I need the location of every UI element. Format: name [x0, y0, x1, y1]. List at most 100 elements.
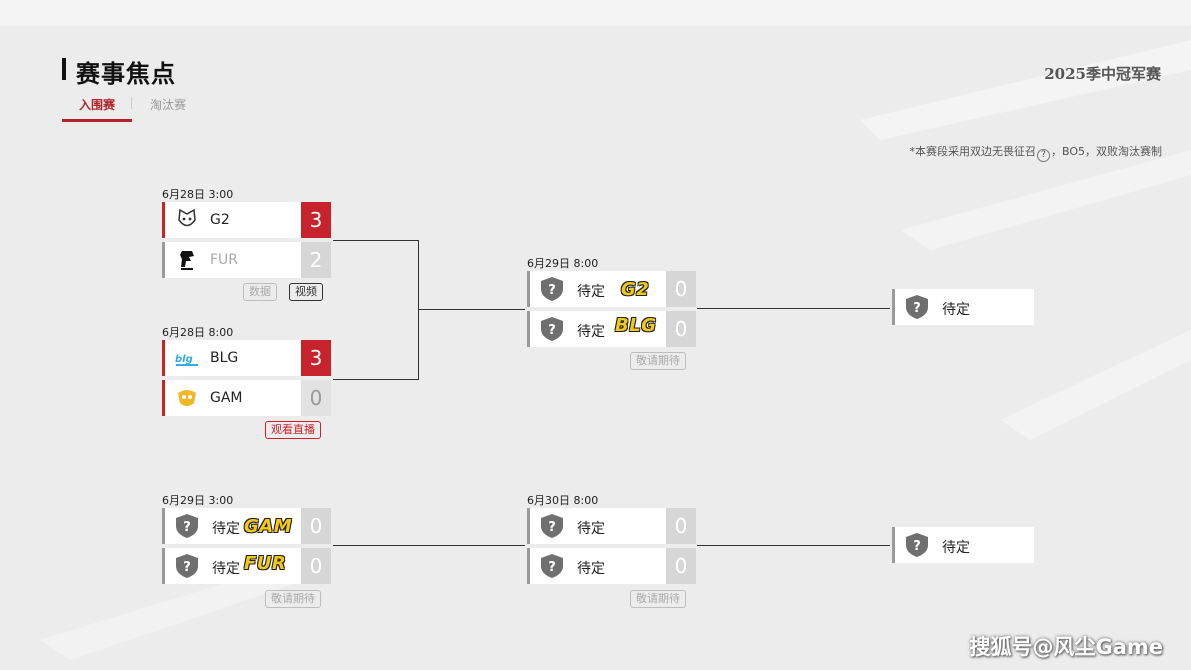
video-button[interactable]: 视频: [289, 283, 323, 301]
unknown-team-shield-icon: ?: [539, 276, 565, 302]
team-score: 0: [666, 508, 696, 544]
team-score: 3: [301, 340, 331, 376]
team-name: 待定: [577, 324, 605, 340]
team-name: 待定: [942, 302, 970, 318]
svg-text:?: ?: [548, 323, 556, 338]
match-date: 6月30日 8:00: [527, 494, 599, 507]
team-tag: FUR: [244, 553, 287, 574]
team-tag: BLG: [615, 315, 657, 336]
team-name: 待定: [577, 561, 605, 577]
team-row-tbd[interactable]: ? 待定 0: [527, 548, 696, 584]
team-stripe: [162, 242, 165, 278]
unknown-team-shield-icon: ?: [904, 294, 930, 320]
unknown-team-shield-icon: ?: [174, 513, 200, 539]
team-name: 待定: [212, 561, 240, 577]
connector-line: [418, 309, 525, 310]
team-stripe: [527, 271, 530, 307]
tab-separator: [131, 97, 132, 109]
tab-knockout[interactable]: 淘汰赛: [150, 98, 187, 112]
team-stripe: [162, 380, 165, 416]
team-row-g2[interactable]: G2 3: [162, 202, 331, 238]
unknown-team-shield-icon: ?: [539, 553, 565, 579]
team-stripe: [162, 548, 165, 584]
unknown-team-shield-icon: ?: [174, 553, 200, 579]
team-stripe: [162, 340, 165, 376]
format-note-text-2: ，BO5，双败淘汰赛制: [1050, 145, 1162, 158]
team-row-gam[interactable]: GAM 0: [162, 380, 331, 416]
svg-text:?: ?: [548, 560, 556, 575]
tab-play-in[interactable]: 入围赛: [79, 98, 116, 112]
gam-logo-icon: [174, 385, 200, 411]
team-score: 0: [666, 271, 696, 307]
active-tab-underline: [62, 119, 132, 122]
team-stripe: [892, 527, 895, 563]
team-name: BLG: [210, 350, 239, 366]
connector-line: [333, 240, 419, 241]
coming-soon-button[interactable]: 敬请期待: [265, 590, 321, 608]
team-stripe: [527, 311, 530, 347]
watch-live-button[interactable]: 观看直播: [265, 421, 321, 439]
team-name: GAM: [210, 390, 243, 406]
team-stripe: [527, 548, 530, 584]
team-stripe: [162, 508, 165, 544]
team-score: 0: [301, 508, 331, 544]
coming-soon-button[interactable]: 敬请期待: [630, 352, 686, 370]
team-score: 2: [301, 242, 331, 278]
svg-text:?: ?: [548, 283, 556, 298]
connector-line: [697, 545, 890, 546]
team-score: 0: [301, 548, 331, 584]
team-row-tbd[interactable]: ? 待定 G2 0: [527, 271, 696, 307]
connector-line: [333, 545, 525, 546]
title-accent-bar: [62, 58, 66, 80]
team-stripe: [527, 508, 530, 544]
team-name: 待定: [577, 284, 605, 300]
team-row-fur[interactable]: FUR 2: [162, 242, 331, 278]
connector-line: [697, 308, 890, 309]
unknown-team-shield-icon: ?: [539, 316, 565, 342]
team-score: 0: [666, 548, 696, 584]
stats-button[interactable]: 数据: [243, 283, 277, 301]
team-score: 0: [301, 380, 331, 416]
team-name: 待定: [942, 540, 970, 556]
team-stripe: [162, 202, 165, 238]
match-date: 6月29日 3:00: [162, 494, 234, 507]
team-name: G2: [210, 212, 230, 228]
team-name: 待定: [577, 521, 605, 537]
team-row-tbd[interactable]: ? 待定 BLG 0: [527, 311, 696, 347]
svg-text:?: ?: [913, 539, 921, 554]
connector-line: [418, 240, 419, 380]
connector-line: [333, 379, 419, 380]
format-note: *本赛段采用双边无畏征召?，BO5，双败淘汰赛制: [909, 143, 1162, 162]
help-icon[interactable]: ?: [1036, 149, 1050, 162]
svg-text:?: ?: [548, 520, 556, 535]
fur-logo-icon: [174, 247, 200, 273]
team-row-tbd[interactable]: ? 待定 FUR 0: [162, 548, 331, 584]
source-watermark: 搜狐号@风尘Game: [969, 635, 1163, 659]
season-label: 2025季中冠军赛: [1044, 65, 1161, 83]
team-tag: G2: [621, 279, 650, 300]
team-row-tbd[interactable]: ? 待定: [892, 289, 1034, 325]
team-score: 3: [301, 202, 331, 238]
unknown-team-shield-icon: ?: [539, 513, 565, 539]
svg-text:?: ?: [183, 560, 191, 575]
match-date: 6月28日 8:00: [162, 326, 234, 339]
page-title: 赛事焦点: [76, 60, 176, 88]
svg-text:?: ?: [183, 520, 191, 535]
team-stripe: [892, 289, 895, 325]
match-date: 6月29日 8:00: [527, 257, 599, 270]
blg-logo-icon: blg: [174, 345, 200, 371]
team-score: 0: [666, 311, 696, 347]
g2-logo-icon: [174, 207, 200, 233]
team-row-tbd[interactable]: ? 待定: [892, 527, 1034, 563]
team-name: 待定: [212, 521, 240, 537]
svg-text:blg: blg: [175, 354, 193, 365]
coming-soon-button[interactable]: 敬请期待: [630, 590, 686, 608]
team-row-tbd[interactable]: ? 待定 GAM 0: [162, 508, 331, 544]
svg-text:?: ?: [913, 301, 921, 316]
team-row-blg[interactable]: blg BLG 3: [162, 340, 331, 376]
match-date: 6月28日 3:00: [162, 188, 234, 201]
team-tag: GAM: [244, 516, 293, 537]
format-note-text: *本赛段采用双边无畏征召: [909, 145, 1036, 158]
unknown-team-shield-icon: ?: [904, 532, 930, 558]
team-row-tbd[interactable]: ? 待定 0: [527, 508, 696, 544]
